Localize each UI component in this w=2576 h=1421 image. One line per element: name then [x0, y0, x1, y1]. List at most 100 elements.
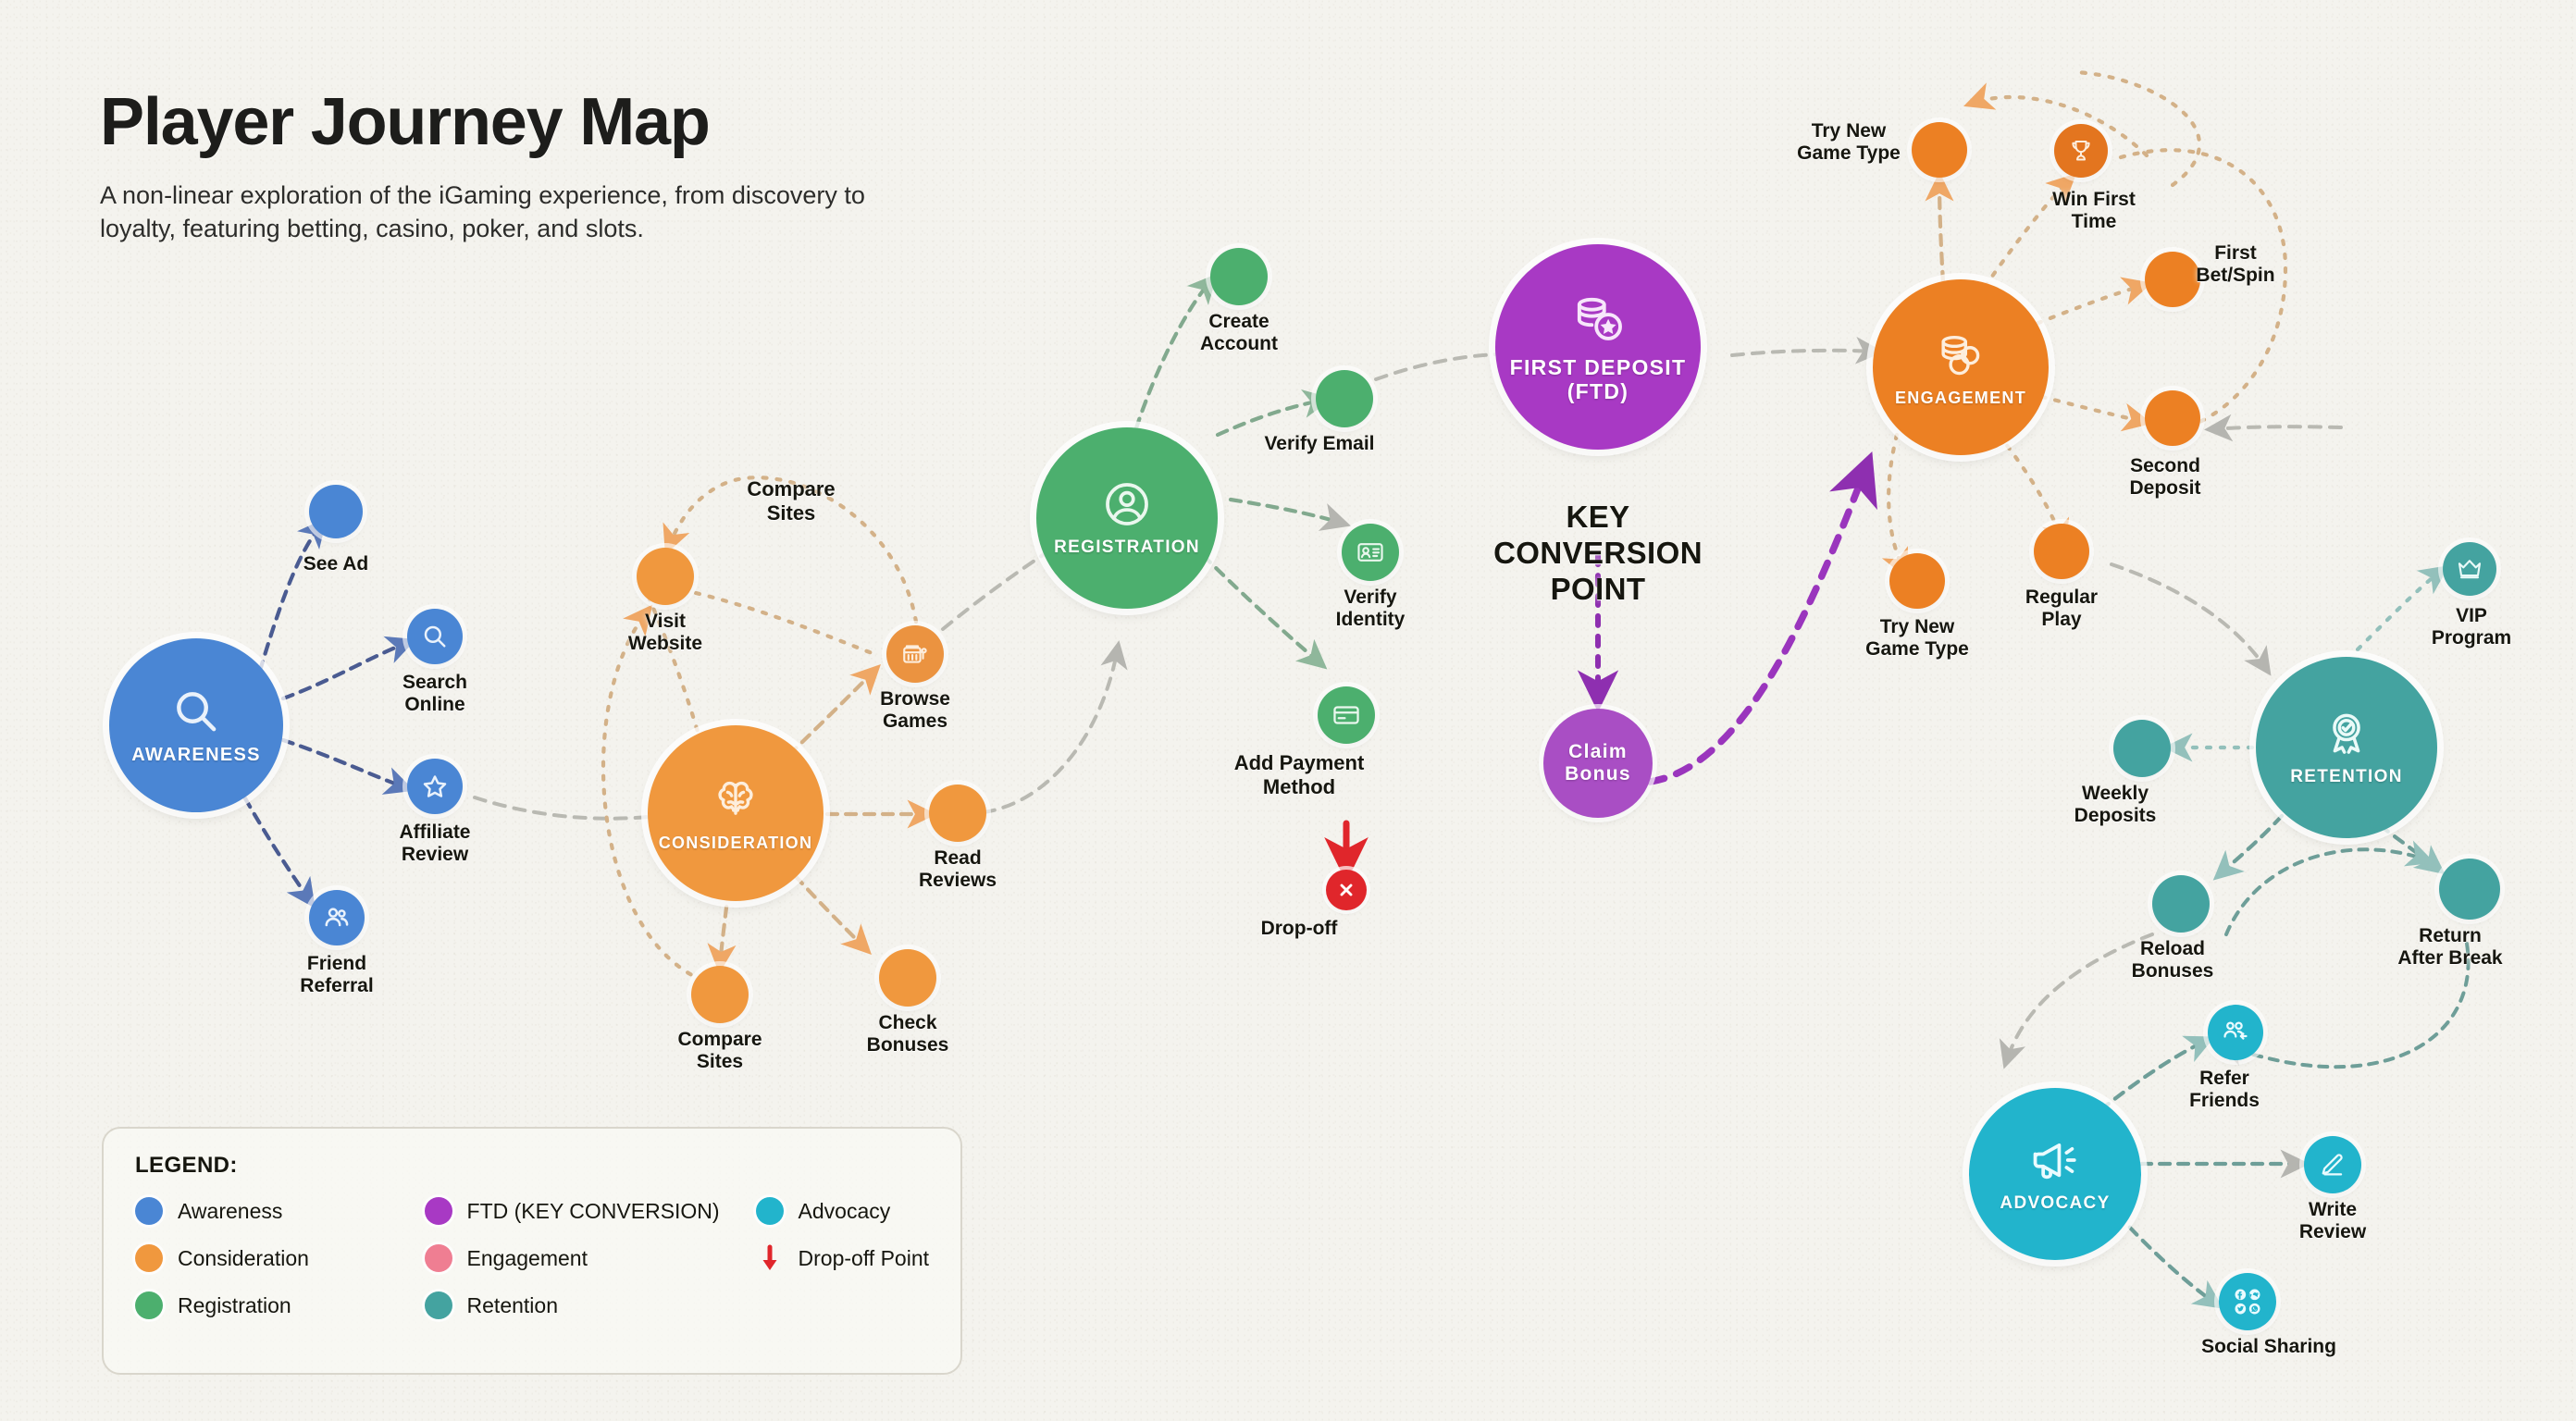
legend-item-consideration[interactable]: Consideration [135, 1244, 425, 1272]
node-create-account-label: Create Account [1200, 311, 1278, 355]
node-read-reviews[interactable] [929, 785, 986, 842]
node-first-bet-spin[interactable] [2145, 252, 2200, 307]
legend-swatch-awareness [135, 1197, 163, 1225]
node-reload-bonuses[interactable] [2152, 875, 2210, 933]
trophy-icon [2067, 137, 2095, 165]
node-claim-bonus-label: Claim Bonus [1565, 741, 1631, 785]
node-affiliate-review[interactable] [407, 759, 463, 814]
legend-item-advocacy[interactable]: Advocacy [755, 1197, 929, 1225]
node-verify-identity[interactable] [1342, 524, 1399, 581]
star-icon [421, 772, 449, 800]
legend-label-registration: Registration [178, 1292, 291, 1317]
node-visit-website-label: Visit Website [627, 611, 703, 655]
legend-item-registration[interactable]: Registration [135, 1291, 425, 1319]
hub-awareness-label: AWARENESS [131, 744, 261, 765]
node-reload-bonuses-label: Reload Bonuses [2131, 938, 2214, 982]
legend-item-ftd[interactable]: FTD (KEY CONVERSION) [424, 1197, 756, 1225]
legend-item-engagement[interactable]: Engagement [424, 1244, 756, 1272]
legend-item-drop-off[interactable]: Drop-off Point [756, 1244, 929, 1272]
legend-label-awareness: Awareness [178, 1198, 283, 1223]
legend-label-engagement: Engagement [466, 1245, 588, 1270]
node-verify-email-label: Verify Email [1264, 433, 1375, 454]
node-affiliate-review-label: Affiliate Review [399, 822, 471, 866]
node-check-bonuses[interactable] [879, 949, 936, 1007]
node-try-new-game-type-bottom[interactable] [1889, 553, 1945, 609]
credit-card-icon [1331, 700, 1361, 730]
node-search-online-label: Search Online [402, 672, 468, 716]
node-add-payment-label: Add Payment Method [1233, 751, 1365, 798]
node-regular-play-label: Regular Play [2025, 587, 2099, 631]
award-icon [2321, 708, 2372, 760]
hub-awareness[interactable]: AWARENESS [109, 638, 283, 812]
node-write-review[interactable] [2304, 1136, 2361, 1193]
hub-advocacy[interactable]: ADVOCACY [1969, 1088, 2141, 1260]
node-return-after-break[interactable] [2439, 859, 2500, 920]
node-vip-program[interactable] [2443, 542, 2496, 596]
node-refer-friends[interactable] [2208, 1005, 2263, 1060]
megaphone-icon [2029, 1134, 2081, 1186]
hub-engagement[interactable]: ENGAGEMENT [1873, 279, 2049, 455]
node-see-ad-label: See Ad [303, 553, 369, 575]
node-regular-play[interactable] [2034, 524, 2089, 579]
id-card-icon [1356, 538, 1385, 567]
node-search-online[interactable] [407, 609, 463, 664]
node-drop-off[interactable] [1326, 870, 1367, 910]
hub-consideration[interactable]: CONSIDERATION [648, 725, 824, 901]
page-title: Player Journey Map [100, 85, 711, 159]
legend-item-awareness[interactable]: Awareness [135, 1197, 425, 1225]
node-win-first-time[interactable] [2054, 124, 2108, 178]
hub-advocacy-label: ADVOCACY [2000, 1193, 2111, 1214]
legend-swatch-advocacy [755, 1197, 784, 1225]
hub-retention[interactable]: RETENTION [2256, 657, 2437, 838]
node-claim-bonus[interactable]: Claim Bonus [1543, 709, 1653, 818]
node-vip-program-label: VIP Program [2431, 605, 2512, 649]
legend-label-ftd: FTD (KEY CONVERSION) [466, 1198, 720, 1223]
node-add-payment[interactable] [1318, 686, 1375, 744]
legend-swatch-consideration [135, 1244, 163, 1272]
node-compare-sites-label: Compare Sites [677, 1029, 762, 1073]
node-visit-website[interactable] [637, 548, 694, 605]
coin-stack-icon [1934, 327, 1988, 381]
node-verify-email[interactable] [1316, 370, 1373, 427]
legend-swatch-registration [135, 1291, 163, 1319]
legend-column-1: Awareness Consideration Registration [135, 1197, 425, 1319]
coins-star-icon [1569, 290, 1627, 348]
node-social-sharing[interactable] [2219, 1273, 2276, 1330]
node-create-account[interactable] [1210, 248, 1268, 305]
node-browse-games[interactable] [886, 625, 944, 683]
node-weekly-deposits[interactable] [2113, 720, 2171, 777]
node-try-new-game-type-bottom-label: Try New Game Type [1865, 616, 1969, 661]
legend-column-2: FTD (KEY CONVERSION) Engagement Retentio… [424, 1197, 756, 1319]
people-icon [322, 903, 352, 933]
node-browse-games-label: Browse Games [880, 688, 950, 733]
node-return-after-break-label: Return After Break [2397, 925, 2503, 970]
node-refer-friends-label: Refer Friends [2189, 1068, 2260, 1112]
node-compare-sites[interactable] [691, 966, 749, 1023]
node-friend-referral[interactable] [309, 890, 365, 945]
annotation-compare-sites-loop: Compare Sites [747, 477, 836, 525]
node-friend-referral-label: Friend Referral [300, 953, 374, 997]
hub-ftd[interactable]: FIRST DEPOSIT (FTD) [1495, 244, 1701, 450]
node-second-deposit[interactable] [2145, 390, 2200, 446]
node-drop-off-label: Drop-off [1260, 918, 1338, 939]
legend-column-3: Advocacy Drop-off Point [755, 1197, 929, 1319]
social-icons [2229, 1283, 2266, 1320]
referral-icon [2221, 1018, 2250, 1047]
page-subtitle: A non-linear exploration of the iGaming … [100, 181, 865, 242]
legend-item-retention[interactable]: Retention [424, 1291, 756, 1319]
node-verify-identity-label: Verify Identity [1335, 587, 1406, 631]
legend-swatch-ftd [424, 1197, 452, 1225]
crown-icon [2456, 555, 2483, 583]
legend-label-retention: Retention [466, 1292, 558, 1317]
hub-ftd-label: FIRST DEPOSIT (FTD) [1509, 354, 1687, 403]
hub-retention-label: RETENTION [2290, 767, 2403, 787]
node-second-deposit-label: Second Deposit [2129, 455, 2201, 500]
legend-panel: LEGEND: Awareness Consideration Registra… [102, 1127, 962, 1375]
pencil-icon [2318, 1150, 2347, 1180]
legend-label-drop-off: Drop-off Point [798, 1245, 929, 1270]
legend-title: LEGEND: [135, 1153, 238, 1178]
hub-registration[interactable]: REGISTRATION [1036, 427, 1218, 609]
node-try-new-game-type-top[interactable] [1912, 122, 1967, 178]
node-see-ad[interactable] [309, 485, 363, 538]
node-read-reviews-label: Read Reviews [918, 847, 997, 892]
